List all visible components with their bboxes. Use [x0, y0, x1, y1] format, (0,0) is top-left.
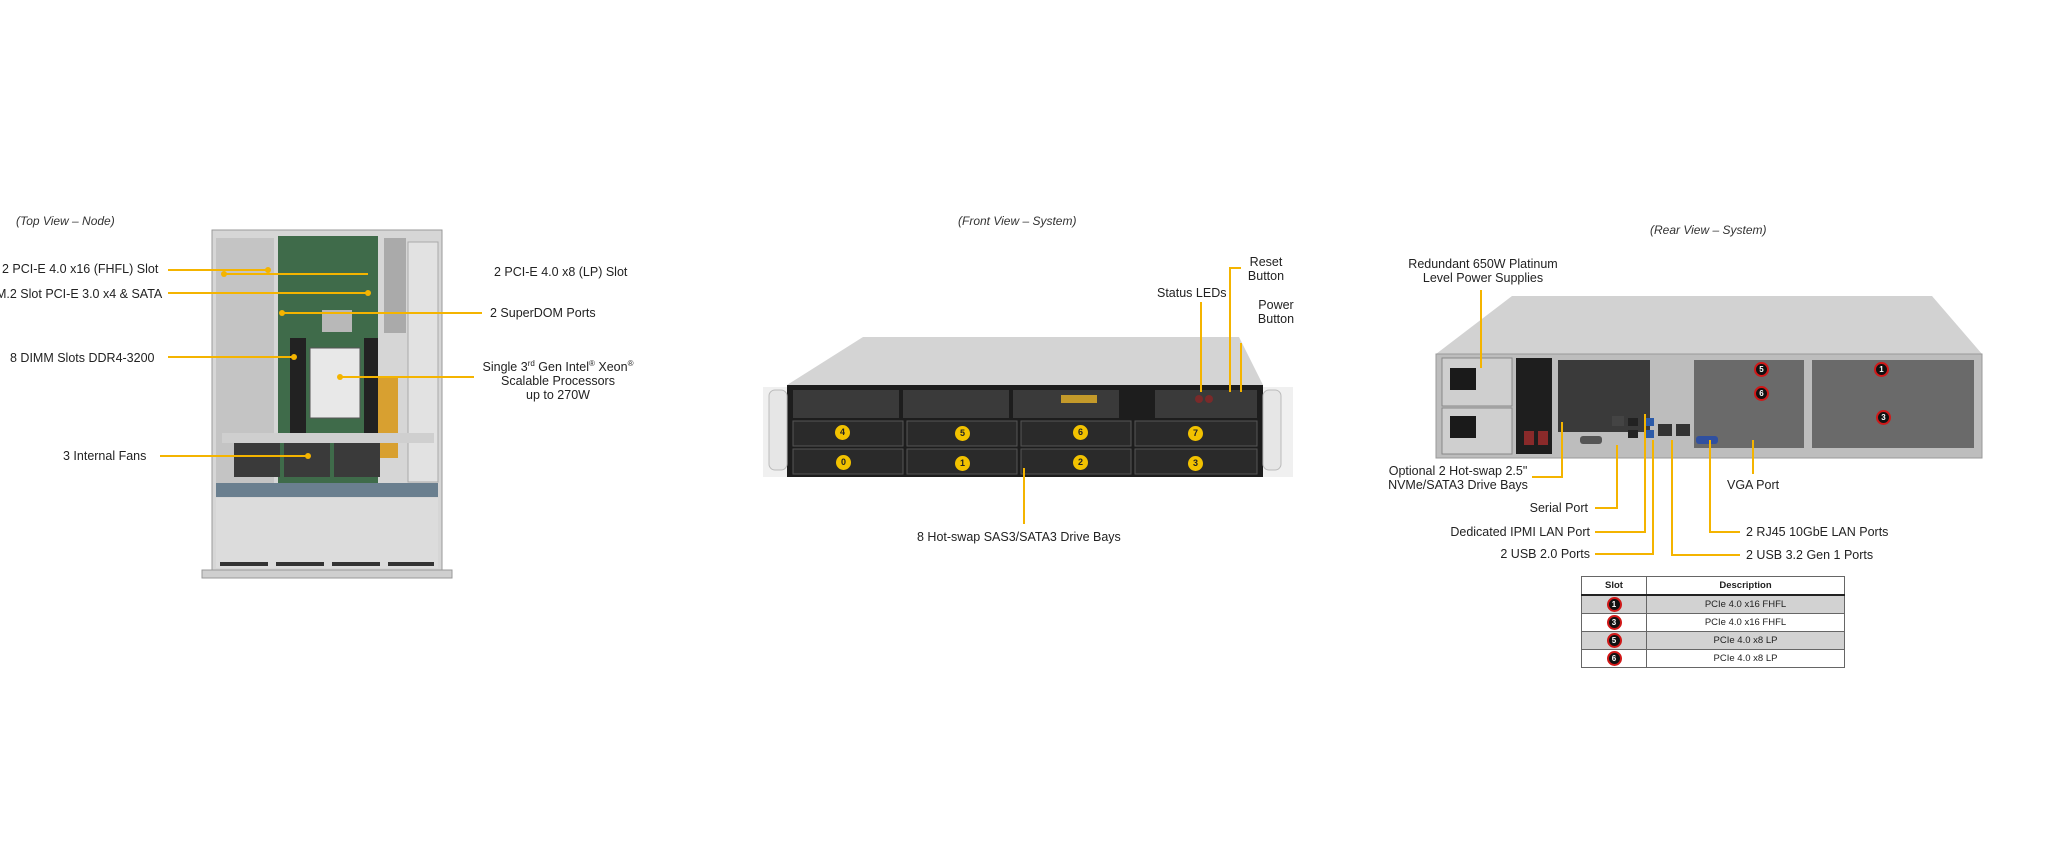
callout-vga-port: VGA Port [1727, 478, 1780, 492]
callout-power-supplies: Redundant 650W Platinum Level Power Supp… [1408, 257, 1558, 285]
table-row: 1 PCIe 4.0 x16 FHFL [1581, 594, 1845, 614]
top-view-caption: (Top View – Node) [16, 214, 115, 228]
table-row: 5 PCIe 4.0 x8 LP [1581, 631, 1845, 650]
description-column-header: Description [1646, 576, 1845, 596]
drive-bay-badge: 7 [1188, 423, 1203, 441]
table-row: 3 PCIe 4.0 x16 FHFL [1581, 613, 1845, 632]
table-row: 6 PCIe 4.0 x8 LP [1581, 649, 1845, 668]
callout-serial-port: Serial Port [1529, 501, 1588, 515]
front-view-caption: (Front View – System) [958, 214, 1077, 228]
rear-view-chassis-image [1435, 296, 1983, 459]
pcie-slot-table: Slot Description 1 PCIe 4.0 x16 FHFL 3 P… [1581, 576, 1845, 668]
drive-bay-badge: 2 [1073, 452, 1088, 470]
rear-slot-badge: 3 [1876, 409, 1891, 427]
callout-rj45-lan-ports: 2 RJ45 10GbE LAN Ports [1746, 525, 1889, 539]
rear-slot-badge: 5 [1754, 361, 1769, 379]
top-view-callout-dots [221, 267, 371, 459]
drive-bay-badge: 6 [1073, 422, 1088, 440]
callout-usb2-ports: 2 USB 2.0 Ports [1500, 547, 1590, 561]
callout-optional-drive-bays: Optional 2 Hot-swap 2.5" NVMe/SATA3 Driv… [1388, 464, 1528, 492]
slot-description: PCIe 4.0 x8 LP [1646, 631, 1845, 650]
rear-slot-badge: 1 [1874, 361, 1889, 379]
drive-bay-badge: 0 [836, 452, 851, 470]
callout-cpu: Single 3rd Gen Intel® Xeon® Scalable Pro… [482, 358, 634, 402]
callout-reset-button: Reset Button [1247, 255, 1285, 283]
drive-bay-badge: 3 [1188, 453, 1203, 471]
slot-badge: 1 [1606, 597, 1622, 612]
rear-view-caption: (Rear View – System) [1650, 223, 1767, 237]
front-view-chassis-image [763, 337, 1293, 477]
callout-m2-slot: M.2 Slot PCI-E 3.0 x4 & SATA [0, 287, 163, 301]
drive-bay-badge: 1 [955, 453, 970, 471]
slot-badge: 6 [1606, 651, 1622, 666]
slot-description: PCIe 4.0 x16 FHFL [1646, 613, 1845, 632]
callout-drive-bays: 8 Hot-swap SAS3/SATA3 Drive Bays [917, 530, 1121, 544]
slot-badge: 5 [1606, 633, 1622, 648]
callout-status-leds: Status LEDs [1157, 286, 1227, 300]
callout-dimm-slots: 8 DIMM Slots DDR4-3200 [10, 351, 155, 365]
rear-slot-badge: 6 [1754, 385, 1769, 403]
callout-ipmi-lan-port: Dedicated IPMI LAN Port [1450, 525, 1590, 539]
slot-badge: 3 [1606, 615, 1622, 630]
drive-bay-badge: 5 [955, 423, 970, 441]
callout-pcie-x16-slots: 2 PCI-E 4.0 x16 (FHFL) Slot [2, 262, 159, 276]
slot-column-header: Slot [1581, 576, 1647, 596]
callout-internal-fans: 3 Internal Fans [63, 449, 147, 463]
callout-usb3-ports: 2 USB 3.2 Gen 1 Ports [1746, 548, 1874, 562]
callout-superdom-ports: 2 SuperDOM Ports [490, 306, 596, 320]
drive-bay-badge: 4 [835, 422, 850, 440]
slot-description: PCIe 4.0 x8 LP [1646, 649, 1845, 668]
slot-description: PCIe 4.0 x16 FHFL [1646, 594, 1845, 614]
top-view-chassis-image [201, 229, 453, 579]
callout-pcie-x8-slots: 2 PCI-E 4.0 x8 (LP) Slot [494, 265, 628, 279]
callout-power-button: Power Button [1257, 298, 1295, 326]
